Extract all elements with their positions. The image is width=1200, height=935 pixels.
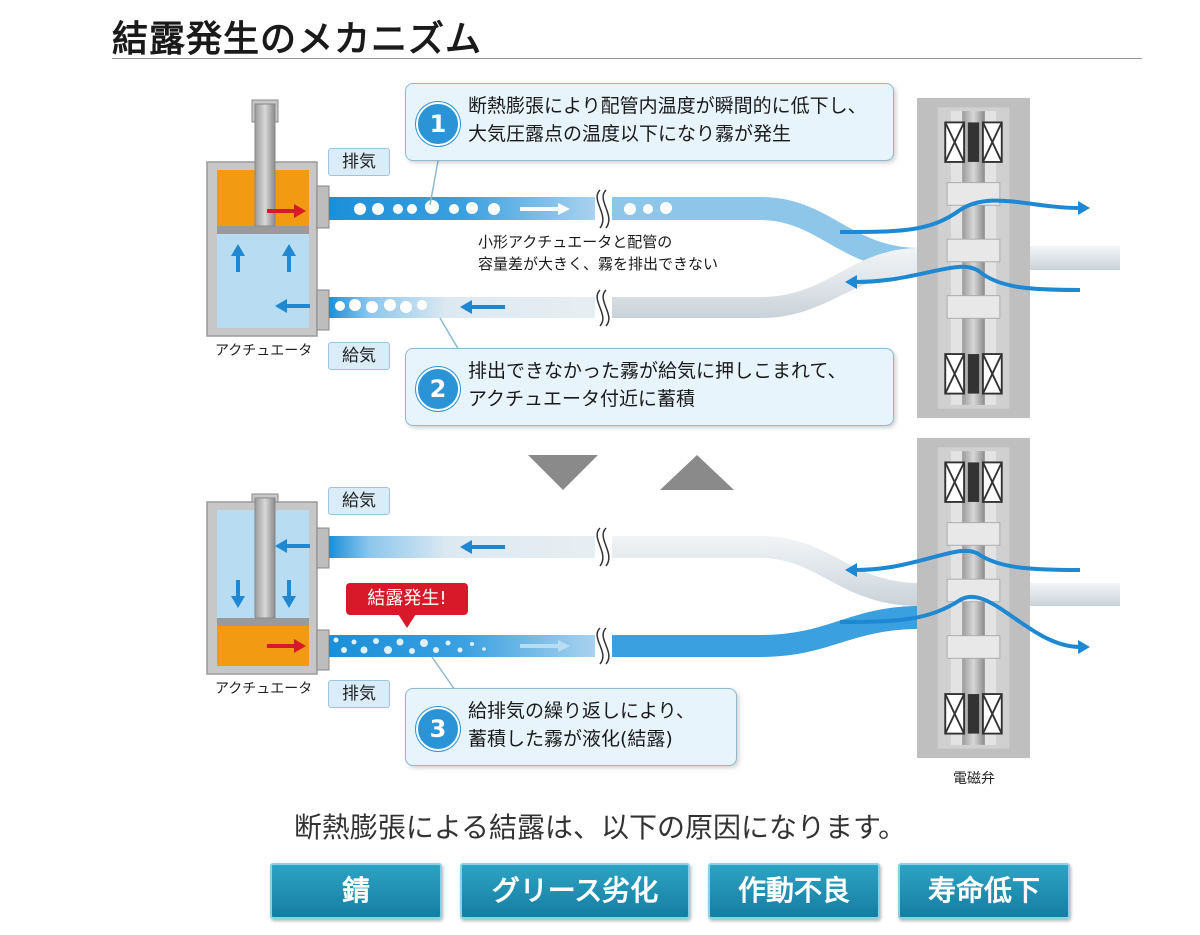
summary-text: 断熱膨張による結露は、以下の原因になります。 <box>293 811 907 844</box>
capacity-note-line: 容量差が大きく、霧を排出できない <box>478 255 719 273</box>
callout-line: 給排気の繰り返しにより、 <box>468 700 695 722</box>
callout-text: 断熱膨張により配管内温度が瞬間的に低下し、 大気圧露点の温度以下になり霧が発生 <box>468 92 867 148</box>
exhaust-label-bottom: 排気 <box>328 680 390 708</box>
page-title: 結露発生のメカニズム <box>112 19 483 60</box>
condensation-alert-pointer <box>398 614 416 628</box>
result-rust: 錆 <box>270 863 442 919</box>
callout-line: 蓄積した霧が液化(結露) <box>468 728 673 750</box>
result-malfunction: 作動不良 <box>708 863 880 919</box>
actuator-top <box>206 99 330 337</box>
title-divider <box>112 58 1142 59</box>
callout-text: 排出できなかった霧が給気に押しこまれて、 アクチュエータ付近に蓄積 <box>468 357 846 413</box>
exhaust-pipe-bottom <box>329 606 920 665</box>
callout-line: 大気圧露点の温度以下になり霧が発生 <box>468 123 792 145</box>
solenoid-valve-top <box>839 96 1120 420</box>
callout-line: アクチュエータ付近に蓄積 <box>468 388 696 410</box>
supply-pipe-bottom <box>329 527 920 606</box>
capacity-note-line: 小形アクチュエータと配管の <box>478 233 673 251</box>
actuator-label-bottom: アクチュエータ <box>215 681 313 697</box>
solenoid-valve-label: 電磁弁 <box>953 771 995 787</box>
transition-arrows <box>528 455 734 490</box>
callout-1: 1 断熱膨張により配管内温度が瞬間的に低下し、 大気圧露点の温度以下になり霧が発… <box>405 83 894 161</box>
callout-2: 2 排出できなかった霧が給気に押しこまれて、 アクチュエータ付近に蓄積 <box>405 348 894 426</box>
top-scene <box>206 96 1120 420</box>
actuator-bottom <box>206 493 330 675</box>
callout-line: 排出できなかった霧が給気に押しこまれて、 <box>468 360 847 382</box>
actuator-label-top: アクチュエータ <box>215 343 313 359</box>
step-number-badge: 2 <box>416 367 460 411</box>
callout-3: 3 給排気の繰り返しにより、 蓄積した霧が液化(結露) <box>405 688 737 766</box>
droplets <box>333 637 486 654</box>
exhaust-label-top: 排気 <box>328 148 390 176</box>
step-number-badge: 3 <box>416 707 460 751</box>
callout-text: 給排気の繰り返しにより、 蓄積した霧が液化(結露) <box>468 697 695 753</box>
capacity-note: 小形アクチュエータと配管の 容量差が大きく、霧を排出できない <box>478 231 718 275</box>
step-number-badge: 1 <box>416 102 460 146</box>
callout-line: 断熱膨張により配管内温度が瞬間的に低下し、 <box>468 95 867 117</box>
supply-label-bottom: 給気 <box>328 487 390 515</box>
supply-pipe-top <box>329 248 920 327</box>
bottom-scene <box>206 436 1120 760</box>
mist-particles <box>354 200 672 215</box>
result-grease-degradation: グリース劣化 <box>460 863 690 919</box>
exhaust-pipe-top <box>329 189 920 271</box>
result-shortened-life: 寿命低下 <box>898 863 1070 919</box>
solenoid-valve-bottom <box>839 436 1120 760</box>
supply-label-top: 給気 <box>328 342 390 370</box>
condensation-alert: 結露発生! <box>346 583 468 615</box>
